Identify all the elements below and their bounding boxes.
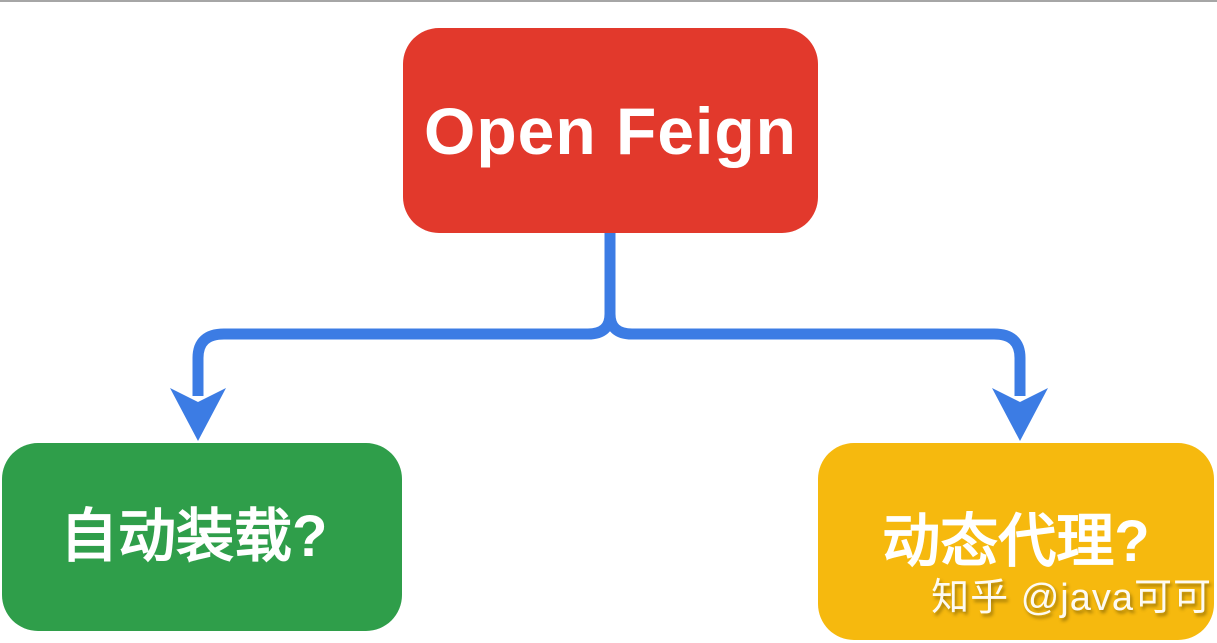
connector-left-branch: [192, 230, 616, 396]
node-open-feign: Open Feign: [403, 28, 818, 233]
arrowhead-left-icon: [170, 388, 226, 441]
connector-right-branch: [604, 230, 1026, 396]
node-auto-load-label: 自动装载?: [60, 504, 328, 569]
node-open-feign-label: Open Feign: [424, 93, 797, 168]
node-dynamic-proxy: 动态代理?: [818, 443, 1214, 640]
arrowhead-right-icon: [992, 388, 1048, 441]
node-auto-load: 自动装载?: [2, 443, 402, 631]
zhihu-watermark: 知乎 @java可可: [931, 577, 1212, 619]
top-edge-divider: [0, 0, 1217, 2]
node-dynamic-proxy-label: 动态代理?: [882, 508, 1150, 574]
